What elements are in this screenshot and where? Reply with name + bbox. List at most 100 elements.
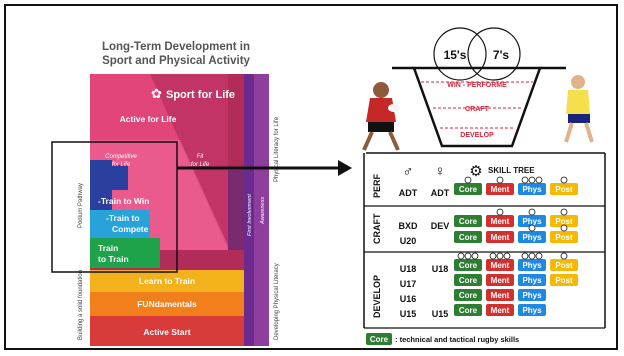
skill-level-marker [535,252,543,260]
skill-level-marker [503,252,511,260]
skill-badge-phys [518,215,546,227]
skill-badge-phys [518,289,546,301]
stage-fit-2: for Life [191,162,210,168]
stage-train-to-train-1: Train [98,243,118,253]
skill-badge-ment-label: Ment [491,291,510,300]
skill-badge-post-label: Post [555,261,573,270]
skill-badge-ment-label: Ment [491,185,510,194]
skill-badge-core-label: Core [459,261,478,270]
skill-level-marker [464,176,472,184]
section-label-develop: DEVELOP [372,275,382,318]
label-solid-foundation: Building a solid foundation [78,270,84,340]
skill-badge-core-label: Core [459,185,478,194]
skill-badge-phys [518,259,546,271]
skill-badge-phys-label: Phys [522,185,542,194]
pathway-funnel [412,66,542,148]
skill-level-marker [560,224,568,232]
skill-badge-core [454,215,482,227]
skill-badge-ment-label: Ment [491,306,510,315]
venn-7s-label: 7's [493,48,510,62]
stage-train-to-compete-1: -Train to [106,213,140,223]
skill-badge-core-label: Core [459,233,478,242]
age-develop-female-1: U18 [432,264,449,274]
age-develop-male-1: U18 [400,264,417,274]
skill-badge-phys [518,274,546,286]
skill-badge-post [550,183,578,195]
venn-7s [467,27,521,81]
skill-badge-post-label: Post [555,233,573,242]
skill-tree-heading: SKILL TREE [488,166,535,175]
label-physical-literacy-life: Physical Literacy for Life [274,116,280,182]
skill-badge-ment-label: Ment [491,233,510,242]
ltd-title-line1: Long-Term Development in [102,41,250,53]
skill-badge-post [550,259,578,271]
skill-badge-post-label: Post [555,217,573,226]
skill-level-marker [496,252,504,260]
skill-badge-ment-label: Ment [491,276,510,285]
ltd-title-line2: Sport and Physical Activity [102,55,250,67]
skill-level-marker [496,208,504,216]
slide-frame [4,4,618,350]
skill-badge-phys-label: Phys [522,261,542,270]
pointer-arrow-head [338,160,352,176]
skill-level-marker [528,252,536,260]
age-perf-male: ADT [399,188,418,198]
age-perf-female: ADT [431,188,450,198]
age-develop-male-3: U16 [400,294,417,304]
skill-badge-ment [486,274,514,286]
gear-icon: ⚙ [469,163,482,180]
label-developing-physical-literacy: Developing Physical Literacy [274,263,280,340]
funnel-craft: CRAFT [465,106,489,113]
sport-for-life-logo-icon: ✿ [151,86,162,101]
label-podium-pathway: Podium Pathway [78,183,84,228]
legend-description: : technical and tactical rugby skills [395,335,519,344]
skill-level-marker [521,252,529,260]
skill-badge-core [454,304,482,316]
rugby-player-left-image [362,82,400,151]
age-craft-male-2: U20 [400,236,417,246]
stage-competitive-1: Competitive [105,154,137,160]
skill-badge-core [454,231,482,243]
podium-highlight-box [51,141,178,273]
skill-level-marker [528,224,536,232]
legend-core-badge-label: Core [370,335,389,344]
skill-badge-phys [518,304,546,316]
stage-train-to-train-2: to Train [98,254,129,264]
skill-badge-ment-label: Ment [491,217,510,226]
legend-core-badge [366,333,392,345]
skill-badge-ment [486,183,514,195]
section-label-perf: PERF [372,173,382,198]
skill-badge-post [550,231,578,243]
skill-level-marker [471,252,479,260]
stage-fundamentals: FUNdamentals [137,299,197,309]
skill-level-marker [560,208,568,216]
skill-level-marker [457,252,465,260]
funnel-win-perform: WIN - PERFORME [447,82,507,89]
age-develop-female-2: U15 [432,309,449,319]
stage-competitive-2: for Life [112,162,131,168]
skill-badge-ment-label: Ment [491,261,510,270]
skill-badge-phys-label: Phys [522,233,542,242]
section-label-craft: CRAFT [372,213,382,244]
skill-badge-ment [486,304,514,316]
age-craft-male-1: BXD [398,221,418,231]
age-craft-female: DEV [431,221,450,231]
label-first-involvement: First Involvement [247,194,253,236]
age-develop-male-2: U17 [400,279,417,289]
skill-badge-ment [486,289,514,301]
skill-level-marker [489,252,497,260]
skill-badge-phys-label: Phys [522,217,542,226]
skill-badge-ment [486,215,514,227]
skill-badge-phys-label: Phys [522,306,542,315]
skill-level-marker [528,208,536,216]
skill-level-marker [521,176,529,184]
skill-level-marker [528,176,536,184]
skill-level-marker [560,176,568,184]
female-symbol-icon: ♀ [434,163,445,180]
skill-badge-core-label: Core [459,291,478,300]
skill-badge-post [550,274,578,286]
venn-15s-label: 15's [444,48,467,62]
ltd-diagram [90,74,269,346]
